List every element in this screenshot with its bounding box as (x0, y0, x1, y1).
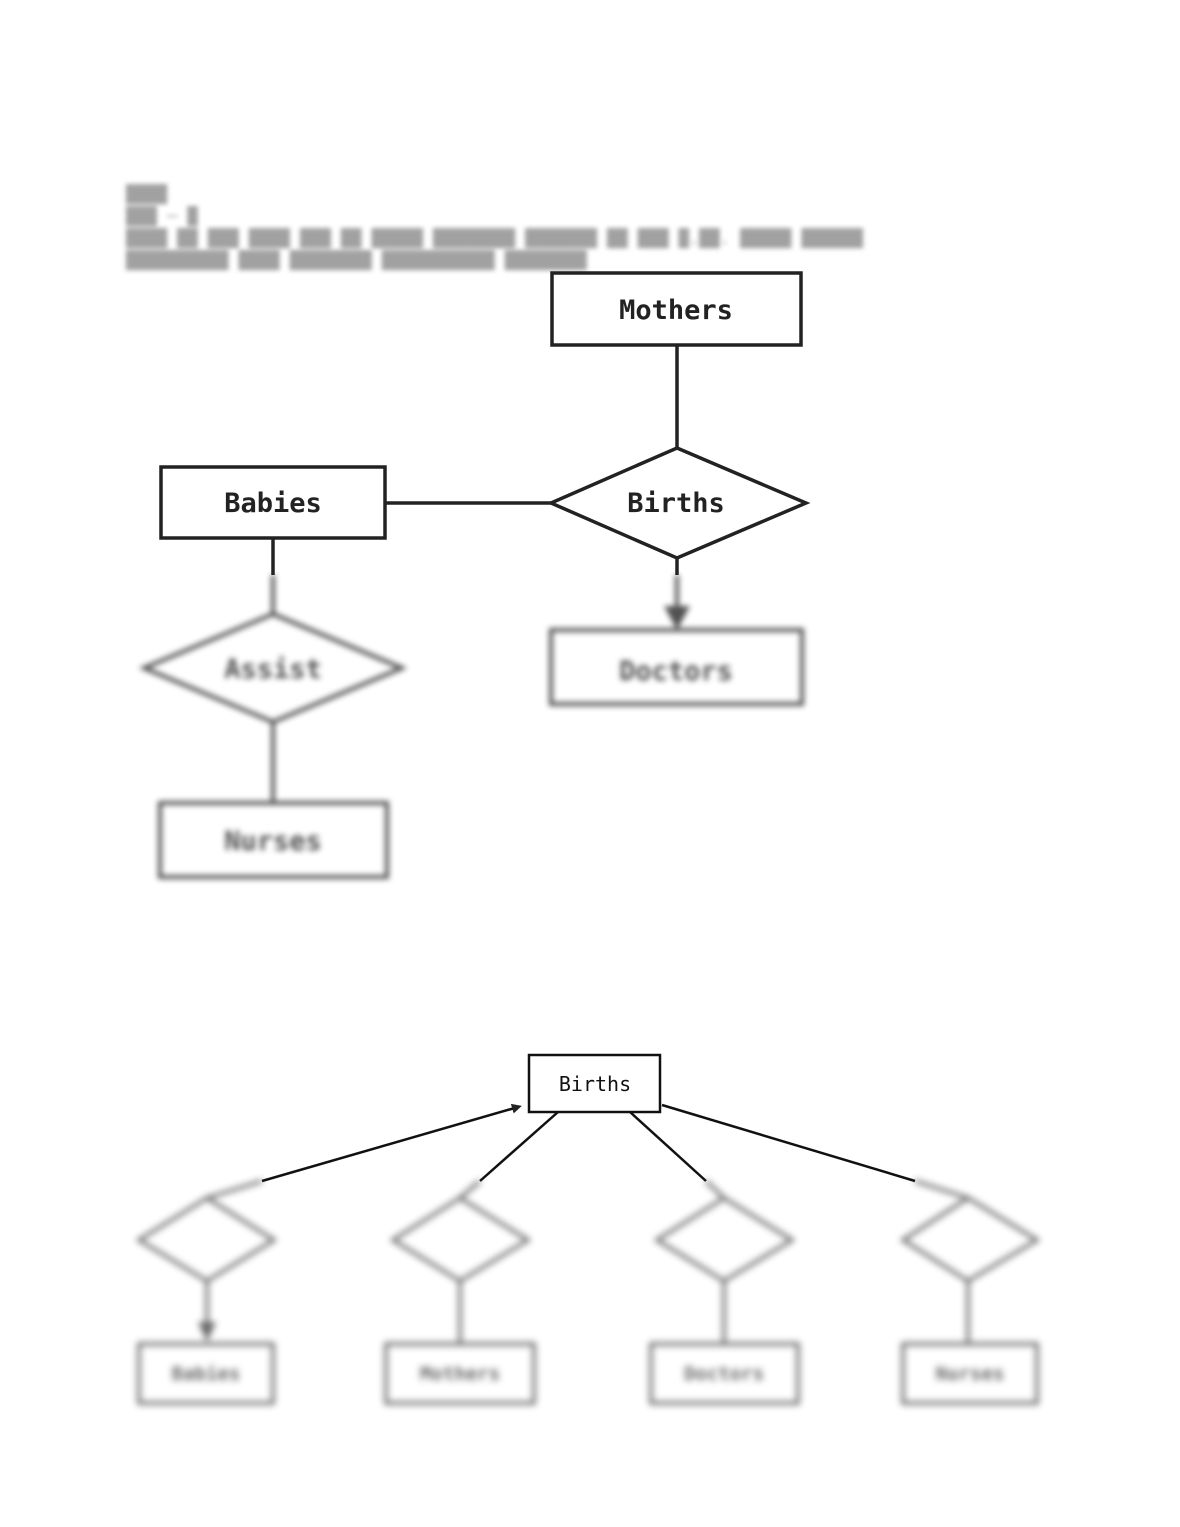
entity-doctors: Doctors (549, 628, 804, 706)
diagram1: Mothers Babies Births (159, 271, 811, 575)
relationship-diamond-babies (135, 1195, 278, 1284)
entity-babies-label: Babies (224, 488, 322, 519)
arrow-babies-relationship-births (261, 1103, 522, 1183)
relationship-births-label: Births (627, 488, 725, 519)
entity-nurses-bottom: Nurses (901, 1342, 1039, 1405)
connector-mothers-relationship-births (479, 1111, 559, 1182)
relationship-diamond-doctors (653, 1195, 796, 1284)
relationship-assist: Assist (138, 611, 408, 725)
entity-mothers: Mothers (550, 271, 803, 347)
entity-nurses-bottom-label: Nurses (936, 1363, 1005, 1385)
diagram2: Births (261, 1053, 916, 1183)
entity-doctors-bottom-label: Doctors (684, 1363, 764, 1385)
relationship-births: Births (546, 446, 811, 560)
arrowhead-babies (198, 1322, 216, 1342)
entity-mothers-label: Mothers (619, 295, 733, 326)
entity-babies-bottom-label: Babies (172, 1363, 241, 1385)
entity-babies-bottom: Babies (137, 1342, 275, 1405)
entity-nurses: Nurses (158, 801, 389, 879)
entity-births-center-label: Births (559, 1072, 631, 1096)
connector-upper-babies (206, 1179, 263, 1200)
diagram1-blurred: Assist Nurses Doctors (138, 575, 804, 879)
relationship-diamond-nurses (899, 1195, 1041, 1284)
entity-mothers-bottom-label: Mothers (420, 1363, 500, 1385)
connector-upper-nurses (914, 1179, 969, 1200)
arrowhead-doctors (664, 606, 690, 630)
intro-text-blurred: ████ ███ ─ █ ████ ██ ███ ████ ███ ██ ███… (126, 185, 863, 271)
entity-babies: Babies (159, 465, 387, 540)
connector-upper-mothers (458, 1179, 482, 1200)
connector-upper-doctors (704, 1179, 726, 1200)
entity-nurses-label: Nurses (224, 826, 322, 857)
entity-mothers-bottom: Mothers (384, 1342, 536, 1405)
connector-nurses-relationship-births (661, 1103, 916, 1183)
diagram2-blurred: Babies Mothers Doctors Nurses (135, 1179, 1041, 1405)
relationship-diamond-mothers (389, 1195, 532, 1284)
connector-doctors-relationship-births (629, 1111, 707, 1182)
entity-doctors-bottom: Doctors (649, 1342, 800, 1405)
entity-births-center: Births (527, 1053, 662, 1114)
entity-doctors-label: Doctors (619, 656, 733, 687)
relationship-assist-label: Assist (224, 654, 322, 685)
